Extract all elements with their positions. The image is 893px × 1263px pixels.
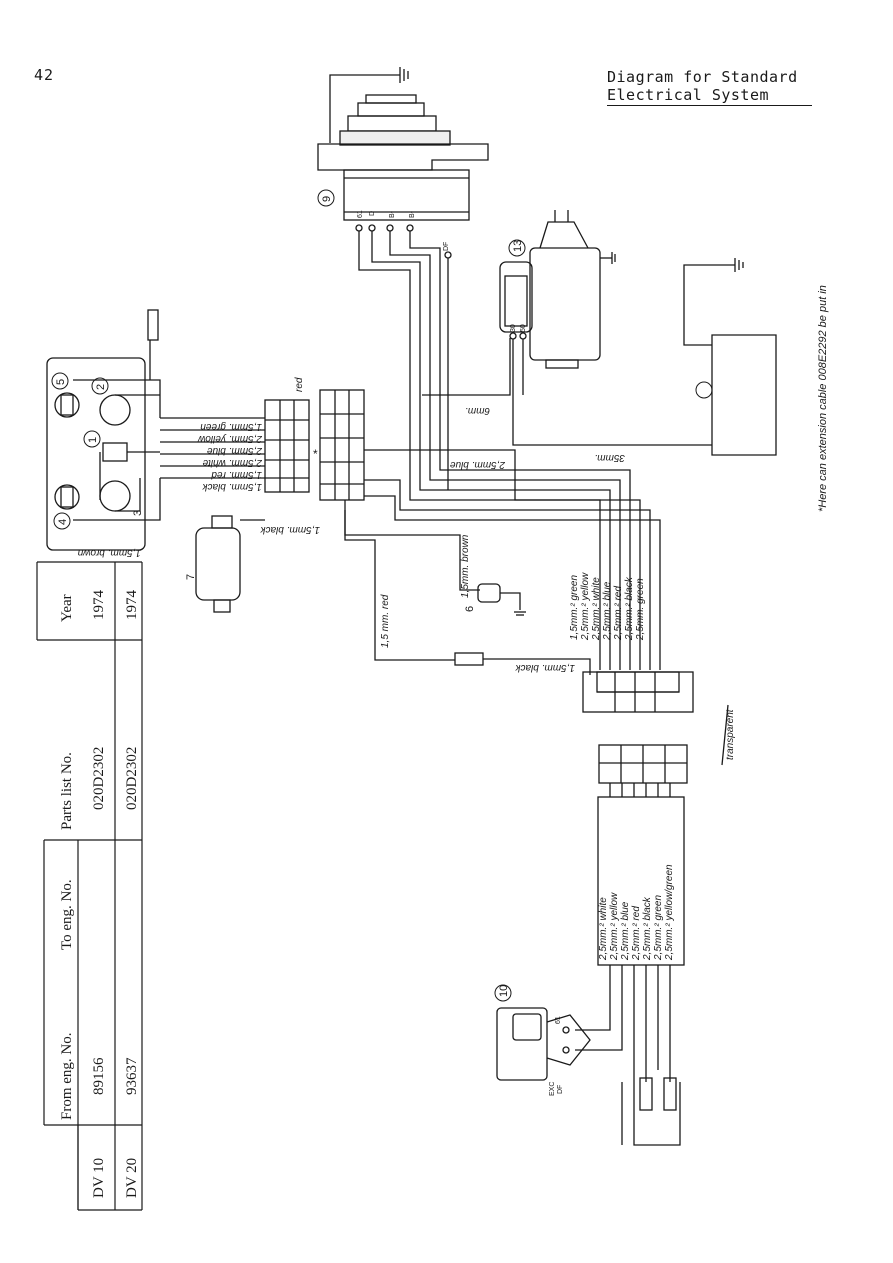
svg-text:B-: B- <box>389 210 396 218</box>
svg-text:61: 61 <box>357 210 364 218</box>
cable-bundle <box>575 783 685 1146</box>
svg-text:2,5mm.² white: 2,5mm.² white <box>598 897 609 961</box>
callout-8: 10 <box>498 985 510 997</box>
wire-labels-low: 2,5mm.² white 2,5mm.² yellow 2,5mm.² blu… <box>598 864 675 961</box>
callout-6: 6 <box>464 606 476 612</box>
svg-text:D: D <box>369 211 376 216</box>
table-header-from: From eng. No. <box>59 1033 75 1121</box>
svg-text:2,5mm.² red: 2,5mm.² red <box>613 586 624 641</box>
callout-7: 9 <box>321 196 333 202</box>
component-callouts: 9 13 5 2 1 4 3 10 6 7 <box>51 189 713 1002</box>
svg-text:DF: DF <box>443 242 450 251</box>
wire-labels-mid: 1,5mm.² green 2,5mm.² yellow 2,5mm.² whi… <box>569 572 646 641</box>
callout-10: 7 <box>185 574 197 580</box>
row2-model: DV 20 <box>124 1158 140 1198</box>
svg-text:2,5mm.² yellow: 2,5mm.² yellow <box>580 572 591 641</box>
callout-1: 1 <box>87 437 99 443</box>
svg-text:2,5mm.² yellow: 2,5mm.² yellow <box>609 892 620 961</box>
svg-text:61: 61 <box>555 1016 562 1024</box>
wire-brown-panel: 1,5mm. brown <box>77 547 141 558</box>
component-10 <box>195 515 265 613</box>
svg-text:2,5mm. green: 2,5mm. green <box>635 578 646 641</box>
svg-text:2,5mm.² white: 2,5mm.² white <box>591 577 602 641</box>
wire-brown-6: 1,5mm. brown <box>460 534 471 598</box>
connector-lower <box>582 671 729 784</box>
wire-blue: 2,5mm. blue <box>207 445 263 456</box>
row1-year: 1974 <box>91 590 107 621</box>
wire-labels-upper: 1,5mm. green 2,5mm. yellow 2,5mm. blue 2… <box>77 377 736 760</box>
wire-white: 2,5mm. white <box>202 457 263 468</box>
callout-9: 13 <box>512 240 524 252</box>
page-title: Diagram for Standard Electrical System <box>607 68 812 106</box>
footnote: *Here can extension cable 008E2292 be pu… <box>817 285 829 512</box>
table-header-to: To eng. No. <box>59 879 75 950</box>
title-line-1: Diagram for Standard <box>607 68 798 86</box>
svg-text:B-: B- <box>409 210 416 218</box>
star-mark: * <box>313 447 318 461</box>
wire-35mm: 35mm. <box>594 452 625 463</box>
wire-black: 1,5mm. black <box>202 481 262 492</box>
callout-3: 3 <box>132 510 144 516</box>
svg-text:EXC: EXC <box>549 1082 556 1096</box>
svg-text:*Here can extension cable 008E: *Here can extension cable 008E2292 be pu… <box>817 285 829 512</box>
row2-from: 93637 <box>124 1057 140 1095</box>
svg-text:50: 50 <box>520 324 527 332</box>
svg-text:2,5mm.² black: 2,5mm.² black <box>642 896 653 961</box>
svg-text:DF: DF <box>557 1085 564 1094</box>
regulator <box>496 1007 591 1081</box>
battery <box>683 258 777 456</box>
wire-red: 1,5mm. red <box>211 469 262 480</box>
row1-parts: 020D2302 <box>91 747 107 810</box>
wire-black-mid: 1,5mm. black <box>515 662 575 673</box>
callout-2: 2 <box>95 384 107 390</box>
wire-6mm: 6mm. <box>465 405 490 416</box>
wires-panel <box>73 340 265 521</box>
parts-table <box>36 561 143 1211</box>
row2-parts: 020D2302 <box>124 747 140 810</box>
page-number: 42 <box>34 66 55 84</box>
svg-text:2,5mm.² black: 2,5mm.² black <box>624 576 635 641</box>
starter-motor <box>499 210 616 369</box>
svg-text:2,5mm.² red: 2,5mm.² red <box>631 906 642 961</box>
svg-text:30: 30 <box>510 324 517 332</box>
terminal-labels: 61 D B- B- DF 30 50 61 EXC DF <box>357 210 564 1096</box>
wire-black-panel: 1,5mm. black <box>260 524 320 535</box>
title-line-2: Electrical System <box>607 86 812 106</box>
row2-year: 1974 <box>124 590 140 621</box>
parts-table-text: Year Parts list No. To eng. No. From eng… <box>59 590 140 1199</box>
wire-yellow: 2,5mm. yellow <box>197 433 263 444</box>
callout-5: 5 <box>55 379 67 385</box>
svg-text:1,5mm.² green: 1,5mm.² green <box>569 575 580 640</box>
callout-4: 4 <box>57 519 69 525</box>
table-header-year: Year <box>59 594 75 622</box>
wires-lower-left <box>344 500 591 675</box>
wire-red-top: red <box>294 377 305 392</box>
svg-text:2,5mm.² blue: 2,5mm.² blue <box>620 901 631 961</box>
alternator <box>317 67 489 259</box>
connector-upper <box>264 389 365 501</box>
wires-alternator <box>358 231 704 670</box>
table-header-parts: Parts list No. <box>59 752 75 830</box>
row1-from: 89156 <box>91 1057 107 1095</box>
svg-text:2,5mm.² green: 2,5mm.² green <box>653 895 664 961</box>
wire-blue-mid: 2,5mm. blue <box>450 459 506 470</box>
svg-text:2,5mm.² blue: 2,5mm.² blue <box>602 581 613 641</box>
row1-model: DV 10 <box>91 1158 107 1198</box>
wire-red-long: 1,5 mm. red <box>380 594 391 648</box>
wire-green: 1,5mm. green <box>200 421 262 432</box>
svg-text:2,5mm.² yellow/green: 2,5mm.² yellow/green <box>664 864 675 961</box>
transparent-label: transparent <box>725 708 736 760</box>
